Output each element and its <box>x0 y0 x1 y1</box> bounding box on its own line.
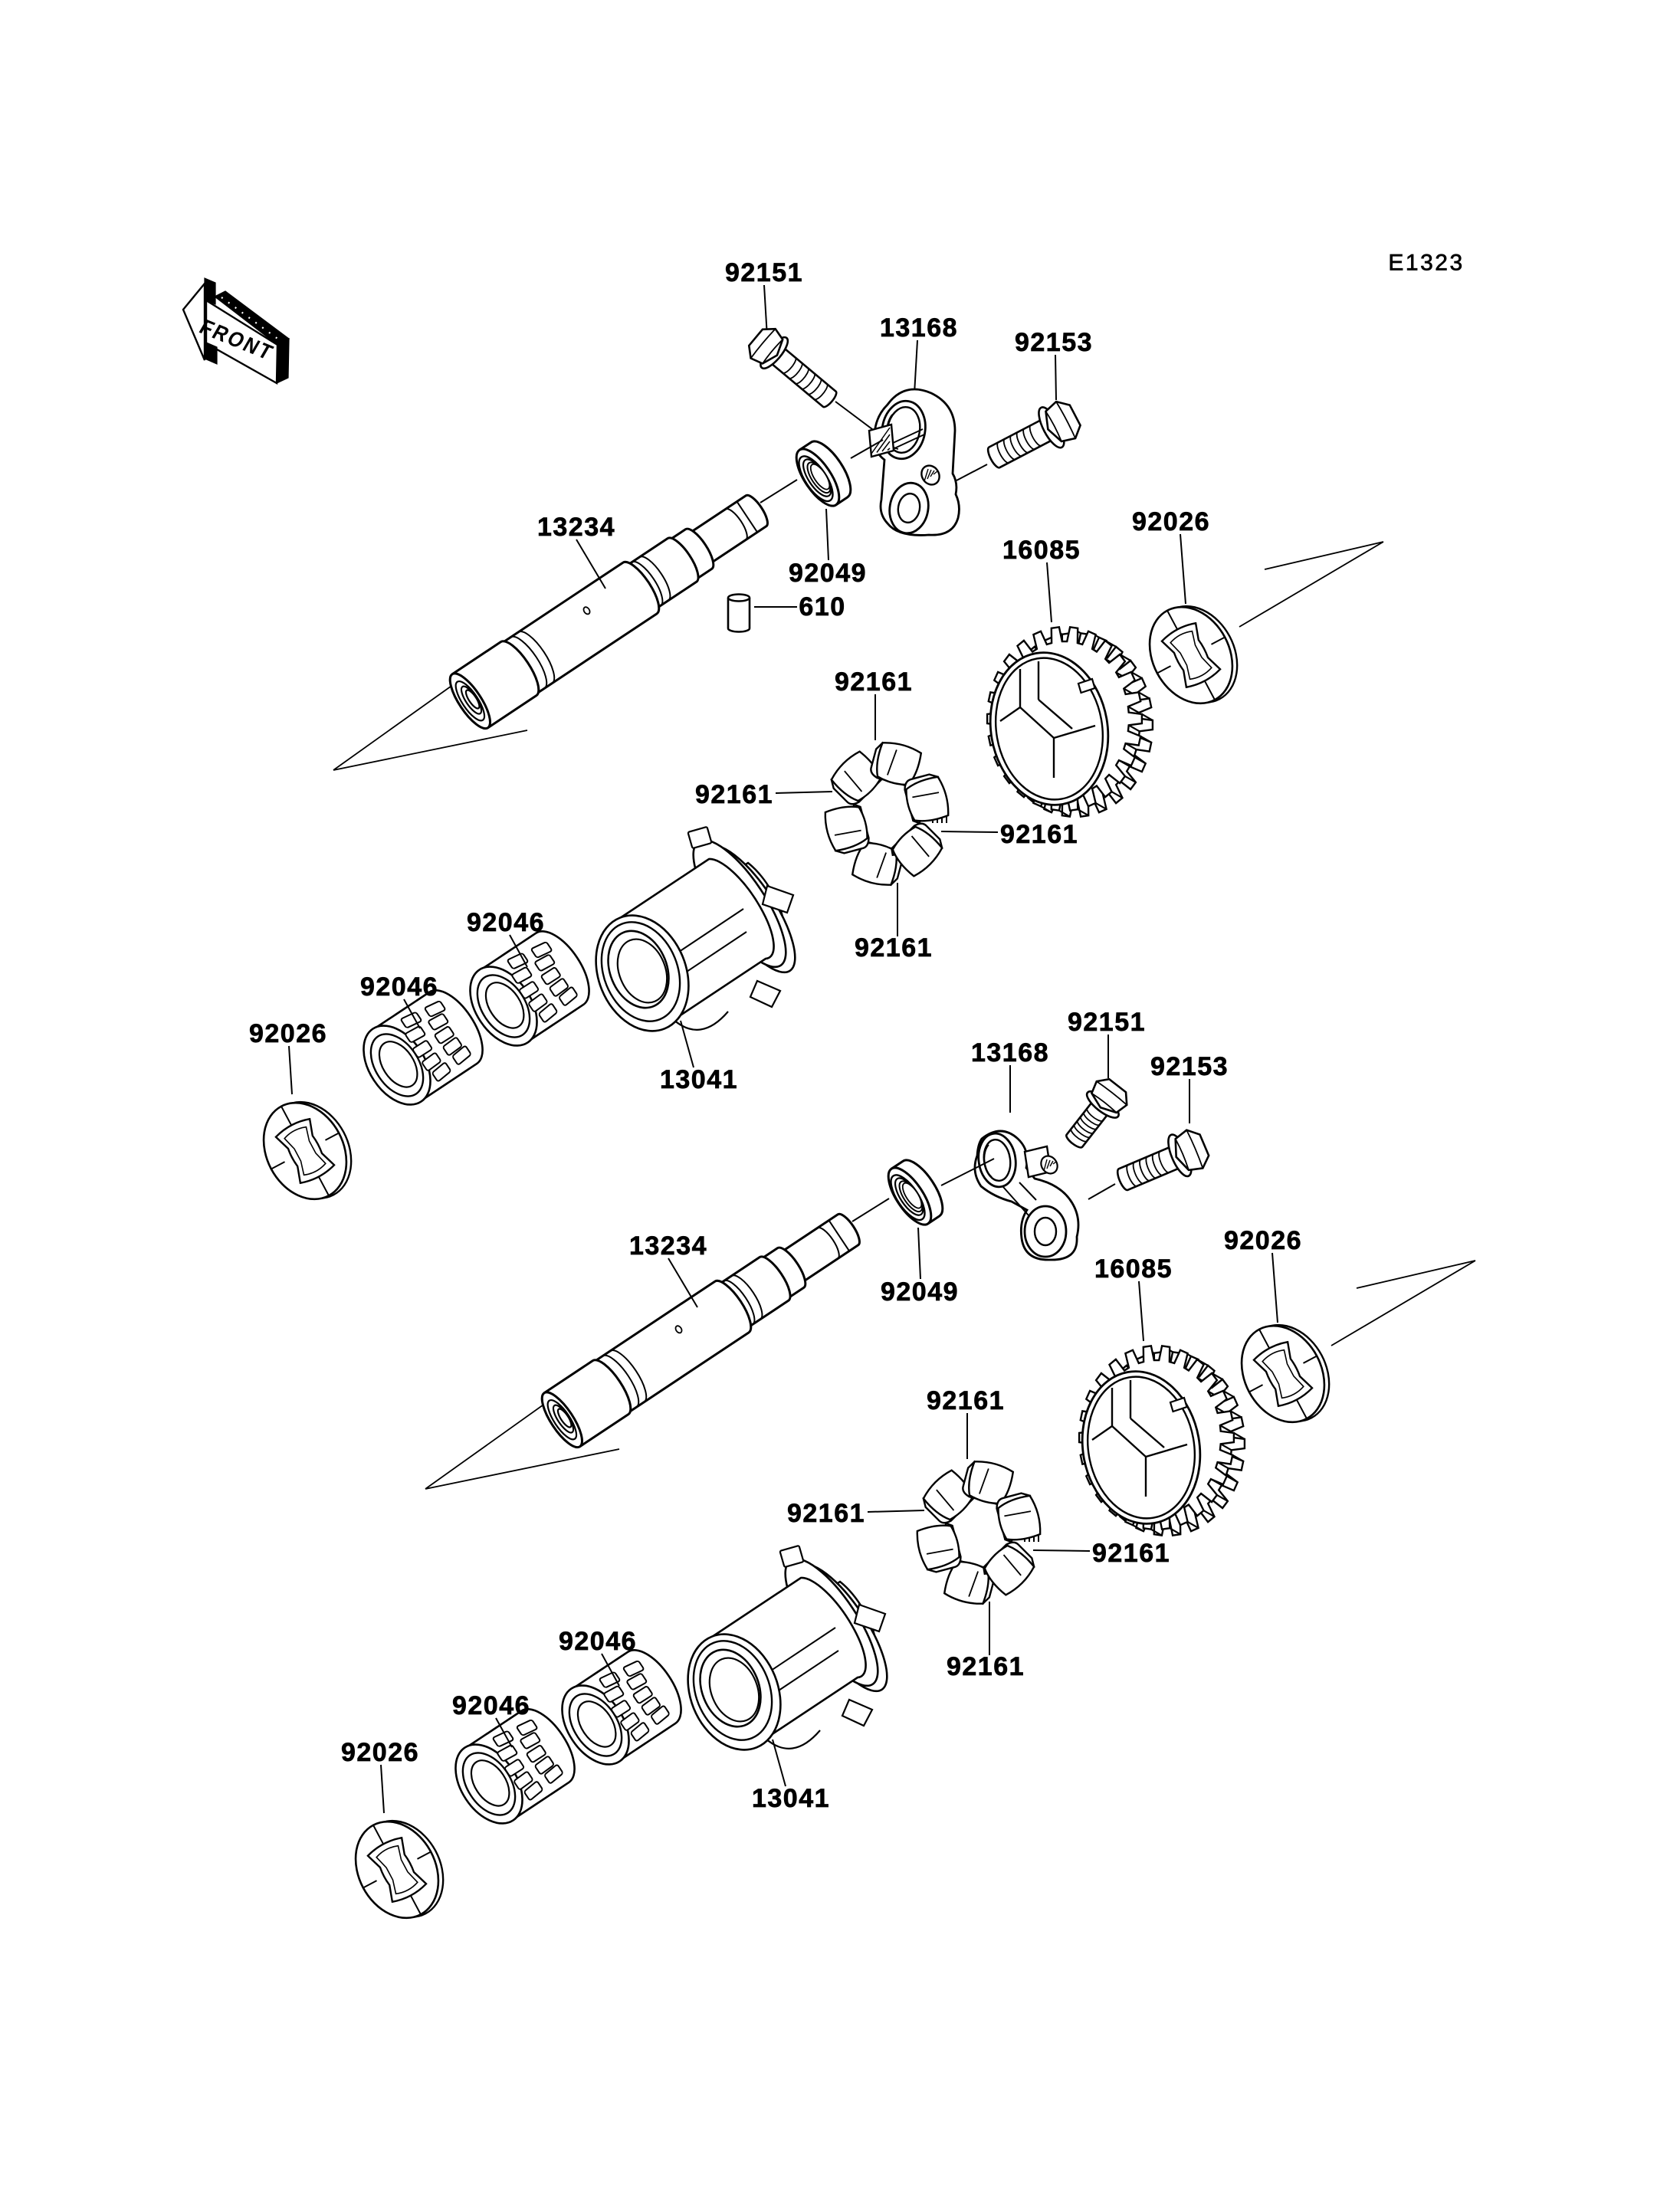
svg-text:92049: 92049 <box>789 559 867 588</box>
svg-text:92046: 92046 <box>360 972 438 1002</box>
svg-text:92049: 92049 <box>881 1277 959 1307</box>
svg-text:92026: 92026 <box>249 1019 327 1048</box>
svg-text:92026: 92026 <box>341 1738 419 1767</box>
svg-text:16085: 16085 <box>1002 536 1081 565</box>
svg-text:92151: 92151 <box>1068 1008 1146 1037</box>
svg-text:92161: 92161 <box>835 667 913 697</box>
svg-text:92153: 92153 <box>1015 328 1093 357</box>
svg-text:13234: 13234 <box>629 1231 707 1261</box>
svg-text:E1323: E1323 <box>1388 251 1464 276</box>
svg-text:13041: 13041 <box>660 1065 738 1094</box>
svg-text:13234: 13234 <box>537 513 615 542</box>
svg-text:92161: 92161 <box>695 780 773 809</box>
svg-text:610: 610 <box>799 592 845 621</box>
svg-text:13168: 13168 <box>971 1038 1049 1067</box>
svg-text:92046: 92046 <box>467 908 545 937</box>
svg-text:92161: 92161 <box>787 1499 865 1528</box>
svg-text:92046: 92046 <box>452 1691 530 1720</box>
svg-text:92046: 92046 <box>559 1627 637 1656</box>
svg-text:16085: 16085 <box>1094 1254 1173 1284</box>
svg-text:92153: 92153 <box>1150 1052 1229 1081</box>
svg-text:92161: 92161 <box>1092 1539 1170 1568</box>
svg-text:13041: 13041 <box>752 1784 830 1813</box>
svg-text:92026: 92026 <box>1132 507 1210 536</box>
svg-text:92161: 92161 <box>927 1386 1005 1415</box>
svg-text:92161: 92161 <box>1000 820 1078 849</box>
svg-text:92026: 92026 <box>1224 1226 1302 1255</box>
svg-text:92161: 92161 <box>947 1652 1025 1681</box>
svg-text:13168: 13168 <box>880 313 958 343</box>
svg-text:92161: 92161 <box>855 933 933 962</box>
svg-text:92151: 92151 <box>725 258 803 287</box>
